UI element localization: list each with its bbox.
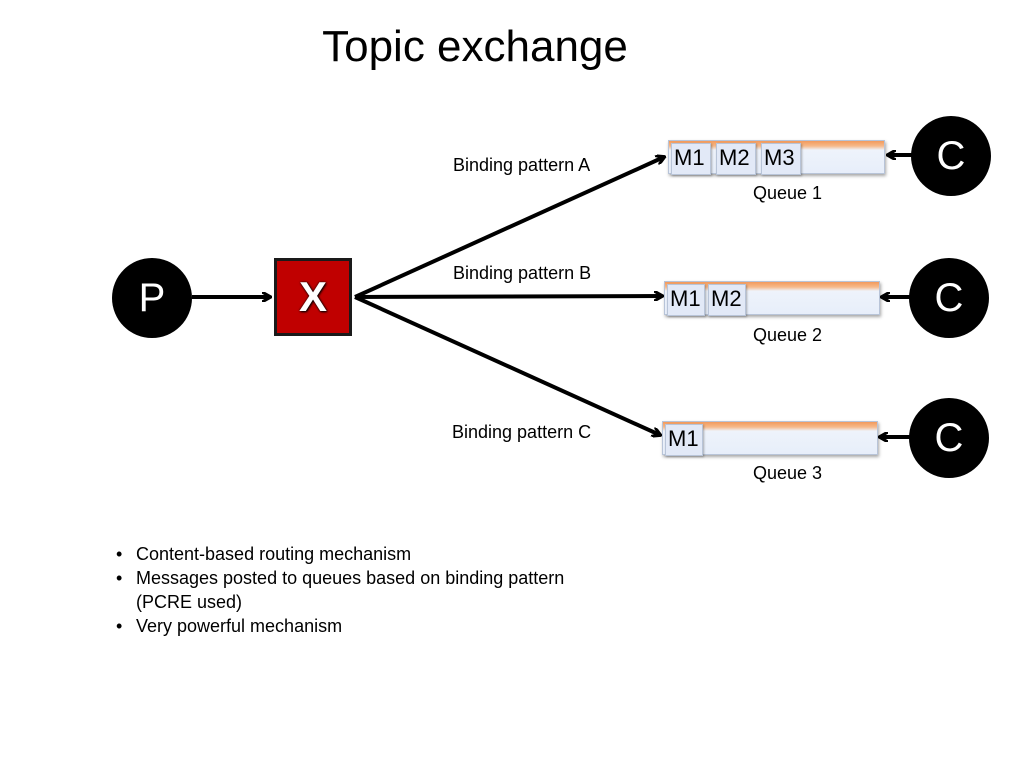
queue-1-message-3: M3 xyxy=(761,143,801,175)
queue-3-message-1: M1 xyxy=(665,424,703,456)
queue-2-message-1: M1 xyxy=(667,284,705,316)
exchange-node: X xyxy=(274,258,352,336)
queue-1-message-2: M2 xyxy=(716,143,756,175)
note-item: Messages posted to queues based on bindi… xyxy=(112,566,576,614)
queue-2-message-2: M2 xyxy=(708,284,746,316)
producer-node: P xyxy=(112,258,192,338)
queue-1-message-1: M1 xyxy=(671,143,711,175)
queue-2: M1 M2 xyxy=(664,281,880,316)
note-item: Very powerful mechanism xyxy=(112,614,576,638)
consumer-1-node: C xyxy=(911,116,991,196)
queue-3-label: Queue 3 xyxy=(753,463,823,483)
exchange-label: X xyxy=(298,273,327,320)
exchange-to-queue3-arrow xyxy=(354,295,660,435)
binding-pattern-a-label: Binding pattern A xyxy=(453,155,591,175)
queue-2-label: Queue 2 xyxy=(753,325,823,345)
binding-pattern-c-label: Binding pattern C xyxy=(452,422,592,442)
exchange-to-queue2-arrow xyxy=(354,296,662,297)
consumer-2-node: C xyxy=(909,258,989,338)
queue-1: M1 M2 M3 xyxy=(668,140,885,175)
page-title: Topic exchange xyxy=(322,22,628,71)
consumer-3-node: C xyxy=(909,398,989,478)
queue-1-label: Queue 1 xyxy=(753,183,823,203)
exchange-to-queue1-arrow xyxy=(354,157,664,299)
queue-3: M1 xyxy=(662,421,878,456)
binding-pattern-b-label: Binding pattern B xyxy=(453,263,592,283)
notes-list: Content-based routing mechanism Messages… xyxy=(112,542,576,638)
note-item: Content-based routing mechanism xyxy=(112,542,576,566)
